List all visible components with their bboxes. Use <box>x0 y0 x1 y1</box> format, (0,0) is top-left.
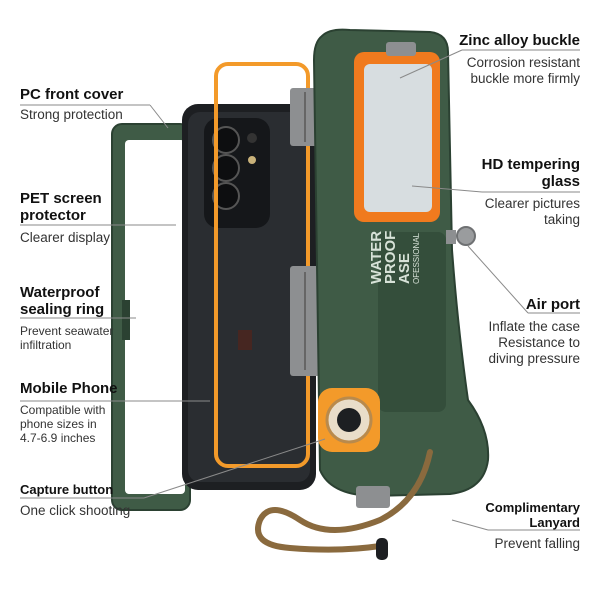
hd-desc-1: Clearer pictures <box>484 196 580 211</box>
lanyard-desc: Prevent falling <box>494 536 580 551</box>
label-capture-button: Capture button One click shooting <box>20 482 160 519</box>
air-desc-1: Inflate the case <box>488 319 580 334</box>
capture-title: Capture button <box>20 482 114 497</box>
label-waterproof-ring: Waterproof sealing ring Prevent seawater… <box>20 284 150 352</box>
callout-lines <box>20 49 580 531</box>
phone-title: Mobile Phone <box>20 380 118 397</box>
pc-front-cover-desc: Strong protection <box>20 107 123 122</box>
lanyard-title-1: Complimentary <box>485 500 580 515</box>
hd-title-2: glass <box>541 173 580 190</box>
case-print: WATER PROOF ASE OFESSIONAL <box>368 184 422 284</box>
pet-title-1: PET screen <box>20 190 102 207</box>
case-print-line4: OFESSIONAL <box>412 232 421 284</box>
air-title: Air port <box>525 296 580 313</box>
phone-desc-2: phone sizes in <box>20 417 97 431</box>
label-lanyard: Complimentary Lanyard Prevent falling <box>460 500 580 552</box>
zinc-desc-1: Corrosion resistant <box>466 55 580 70</box>
ring-title-2: sealing ring <box>20 301 105 318</box>
pet-title-2: protector <box>20 207 86 224</box>
case-body <box>312 28 490 508</box>
ring-desc-1: Prevent seawater <box>20 324 114 338</box>
hd-desc-2: taking <box>543 212 580 227</box>
lanyard-title-2: Lanyard <box>529 515 580 530</box>
orange-screen-frame <box>214 62 310 468</box>
capture-desc: One click shooting <box>20 503 131 518</box>
ring-title-1: Waterproof <box>20 284 100 301</box>
zinc-desc-2: buckle more firmly <box>470 71 580 86</box>
label-hd-glass: HD tempering glass Clearer pictures taki… <box>450 156 580 228</box>
air-desc-3: diving pressure <box>488 351 580 366</box>
phone-desc-3: 4.7-6.9 inches <box>20 431 96 445</box>
back-frame <box>111 123 191 511</box>
label-pet-screen-protector: PET screen protector Clearer display <box>20 190 160 246</box>
ring-desc-2: infiltration <box>20 338 72 352</box>
lanyard <box>255 449 433 560</box>
label-air-port: Air port Inflate the case Resistance to … <box>450 296 580 367</box>
hd-title-1: HD tempering <box>481 156 580 173</box>
hinges <box>290 88 320 376</box>
label-mobile-phone: Mobile Phone Compatible with phone sizes… <box>20 380 150 445</box>
zinc-title: Zinc alloy buckle <box>459 32 580 49</box>
air-desc-2: Resistance to <box>498 335 580 350</box>
pet-desc: Clearer display <box>20 230 111 245</box>
phone-desc-1: Compatible with <box>20 403 106 417</box>
label-pc-front-cover: PC front cover Strong protection <box>20 86 170 123</box>
pc-front-cover-title: PC front cover <box>20 86 124 103</box>
case-print-line3: ASE <box>396 253 413 284</box>
label-zinc-buckle: Zinc alloy buckle Corrosion resistant bu… <box>430 32 580 87</box>
